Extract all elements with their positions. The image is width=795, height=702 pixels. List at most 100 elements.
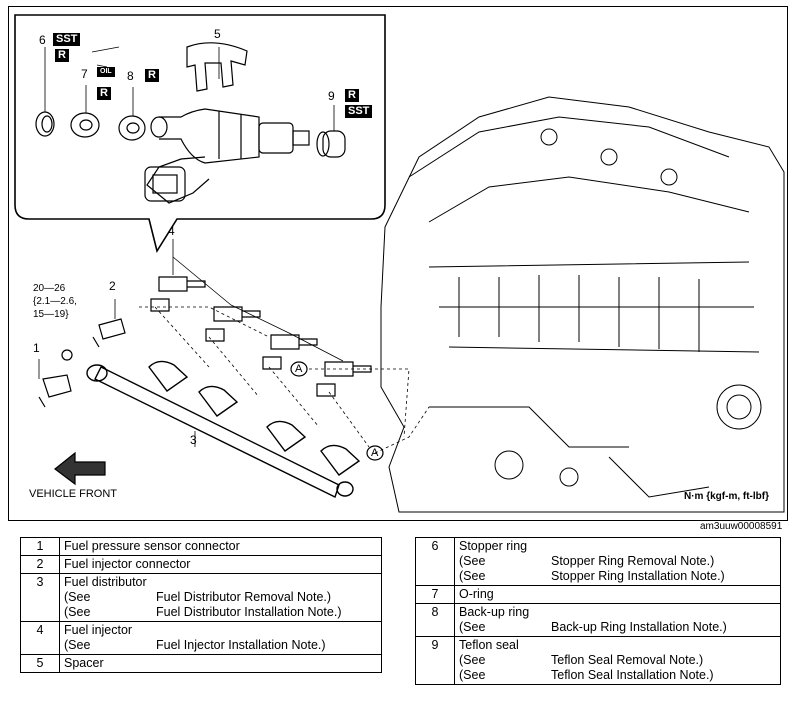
see-label: (See — [64, 605, 91, 619]
callout-1: 1 — [33, 341, 40, 355]
sensor-connector-1 — [38, 374, 72, 408]
legend-row: 2 Fuel injector connector — [20, 555, 382, 574]
legend-number: 1 — [20, 537, 60, 556]
reference-link[interactable]: (See Back-up Ring Installation Note.) — [459, 620, 776, 635]
part-name: Fuel injector connector — [64, 557, 191, 571]
legend-description: O-ring — [454, 585, 781, 604]
part-name: Teflon seal — [459, 638, 519, 652]
see-label: (See — [459, 569, 486, 583]
part-name: Stopper ring — [459, 539, 528, 553]
note-label[interactable]: Teflon Seal Installation Note.) — [551, 668, 714, 682]
reference-link[interactable]: (See Fuel Distributor Installation Note.) — [64, 605, 377, 620]
see-label: (See — [459, 653, 486, 667]
note-label[interactable]: Fuel Distributor Removal Note.) — [156, 590, 332, 604]
legend-row: 5 Spacer — [20, 654, 382, 673]
legend-description: Spacer — [59, 654, 382, 673]
injector-detail — [144, 108, 310, 204]
fuel-distributor-3 — [86, 360, 361, 498]
reference-link[interactable]: (See Teflon Seal Removal Note.) — [459, 653, 776, 668]
callout-5: 5 — [214, 27, 221, 41]
injector-connector-2 — [92, 318, 126, 348]
part-name: Fuel distributor — [64, 575, 147, 589]
exploded-diagram: 6 7 8 5 9 4 2 1 3 A A SST R OIL R R R SS… — [8, 6, 788, 521]
torque-value: 20—26 — [33, 283, 66, 294]
o-ring-7 — [70, 112, 100, 138]
vehicle-front-label: VEHICLE FRONT — [29, 488, 118, 500]
callout-a-bottom: A — [371, 447, 379, 459]
r-tag-6: R — [55, 49, 69, 62]
legend-row: 1 Fuel pressure sensor connector — [20, 537, 382, 556]
r-tag-7: R — [97, 87, 111, 100]
note-label[interactable]: Back-up Ring Installation Note.) — [551, 620, 727, 634]
callout-3: 3 — [190, 433, 197, 447]
oil-tag: OIL — [97, 67, 115, 77]
callout-8: 8 — [127, 69, 134, 83]
r-tag-9: R — [345, 89, 359, 102]
torque-ftlbf: 15—19} — [33, 309, 69, 320]
see-label: (See — [64, 590, 91, 604]
legend-description: Fuel injector connector — [59, 555, 382, 574]
legend-number: 2 — [20, 555, 60, 574]
vehicle-front-arrow — [54, 451, 106, 486]
inset-box — [14, 14, 386, 254]
part-name: O-ring — [459, 587, 494, 601]
see-label: (See — [459, 620, 486, 634]
legend-number: 6 — [415, 537, 455, 586]
legend-row: 7 O-ring — [415, 585, 781, 604]
part-name: Fuel injector — [64, 623, 133, 637]
legend-description: Fuel pressure sensor connector — [59, 537, 382, 556]
reference-link[interactable]: (See Fuel Injector Installation Note.) — [64, 638, 377, 653]
callout-2: 2 — [109, 279, 116, 293]
torque-kgf: {2.1—2.6, — [33, 296, 77, 307]
legend-number: 9 — [415, 636, 455, 685]
stopper-ring-6 — [35, 111, 55, 137]
figure-code: am3uuw00008591 — [700, 521, 783, 532]
teflon-seal-9 — [316, 130, 346, 158]
reference-link[interactable]: (See Teflon Seal Installation Note.) — [459, 668, 776, 683]
note-label[interactable]: Teflon Seal Removal Note.) — [551, 653, 704, 667]
diagram-drawing — [14, 14, 785, 513]
reference-link[interactable]: (See Stopper Ring Removal Note.) — [459, 554, 776, 569]
note-label[interactable]: Stopper Ring Installation Note.) — [551, 569, 725, 583]
spacer-5 — [186, 42, 248, 92]
note-label[interactable]: Stopper Ring Removal Note.) — [551, 554, 715, 568]
fuel-injectors-4 — [150, 276, 372, 397]
engine-block — [380, 96, 785, 513]
legend-number: 8 — [415, 603, 455, 637]
legend-number: 7 — [415, 585, 455, 604]
part-name: Fuel pressure sensor connector — [64, 539, 240, 553]
callout-a-top: A — [295, 363, 303, 375]
callout-7: 7 — [81, 67, 88, 81]
note-label[interactable]: Fuel Distributor Installation Note.) — [156, 605, 342, 619]
sst-tag-9: SST — [345, 105, 373, 118]
part-name: Spacer — [64, 656, 104, 670]
sst-tag-6: SST — [53, 33, 81, 46]
legend-description: Back-up ring(See Back-up Ring Installatio… — [454, 603, 781, 637]
bolt — [61, 349, 73, 361]
unit-note: N·m {kgf-m, ft-lbf} — [684, 491, 769, 502]
legend-description: Fuel injector(See Fuel Injector Installat… — [59, 621, 382, 655]
legend-number: 5 — [20, 654, 60, 673]
callout-9: 9 — [328, 89, 335, 103]
reference-link[interactable]: (See Fuel Distributor Removal Note.) — [64, 590, 377, 605]
callout-4: 4 — [168, 224, 175, 238]
r-tag-8: R — [145, 69, 159, 82]
note-label[interactable]: Fuel Injector Installation Note.) — [156, 638, 326, 652]
see-label: (See — [459, 554, 486, 568]
legend-number: 3 — [20, 573, 60, 622]
back-up-ring-8 — [118, 115, 146, 141]
reference-link[interactable]: (See Stopper Ring Installation Note.) — [459, 569, 776, 584]
part-name: Back-up ring — [459, 605, 530, 619]
callout-6: 6 — [39, 33, 46, 47]
see-label: (See — [459, 668, 486, 682]
see-label: (See — [64, 638, 91, 652]
